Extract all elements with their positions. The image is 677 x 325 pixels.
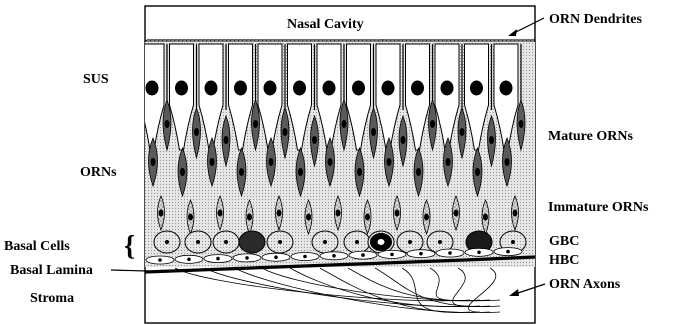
label-gbc: GBC xyxy=(549,234,579,249)
mature-orn-nucleus xyxy=(416,168,421,176)
hbc-nucleus xyxy=(332,254,336,258)
hbc-nucleus xyxy=(390,253,394,257)
hbc-nucleus xyxy=(274,255,278,259)
hbc-nucleus xyxy=(187,258,191,262)
mature-orn-nucleus xyxy=(224,136,229,144)
sus-nucleus xyxy=(441,81,454,96)
mature-orn-nucleus xyxy=(253,120,258,128)
gbc-nucleus xyxy=(278,240,282,244)
mature-orn-nucleus xyxy=(194,128,199,136)
gbc-nucleus xyxy=(224,240,228,244)
immature-orn-nucleus xyxy=(513,210,518,217)
label-immature-orns: Immature ORNs xyxy=(548,200,649,215)
mature-orn-nucleus xyxy=(269,158,274,166)
hbc-nucleus xyxy=(245,256,249,260)
hbc-nucleus xyxy=(419,252,423,256)
sus-nucleus xyxy=(264,81,277,96)
immature-orn-nucleus xyxy=(159,210,164,217)
label-nasal-cavity: Nasal Cavity xyxy=(287,17,364,32)
brace-basal-cells: { xyxy=(124,231,135,262)
hbc-nucleus xyxy=(361,253,365,257)
mature-orn-nucleus xyxy=(239,168,244,176)
label-sus: SUS xyxy=(83,72,109,87)
mature-orn-nucleus xyxy=(342,120,347,128)
sus-nucleus xyxy=(411,81,424,96)
hbc-nucleus xyxy=(158,258,162,262)
immature-orn-nucleus xyxy=(277,210,282,217)
label-orns: ORNs xyxy=(80,165,117,180)
gbc-nucleus xyxy=(408,240,412,244)
mature-orn-nucleus xyxy=(387,158,392,166)
gbc-cell xyxy=(239,231,265,253)
label-hbc: HBC xyxy=(549,253,579,268)
immature-orn-nucleus xyxy=(483,214,488,221)
gbc-nucleus xyxy=(323,240,327,244)
label-mature-orns: Mature ORNs xyxy=(548,129,633,144)
immature-orn-nucleus xyxy=(424,214,429,221)
sus-nucleus xyxy=(352,81,365,96)
immature-orn-nucleus xyxy=(306,214,311,221)
mature-orn-nucleus xyxy=(151,158,156,166)
mature-orn-nucleus xyxy=(371,128,376,136)
hbc-nucleus xyxy=(303,255,307,259)
mature-orn-nucleus xyxy=(312,136,317,144)
mature-orn-nucleus xyxy=(446,158,451,166)
gbc-nucleus xyxy=(511,240,515,244)
sus-nucleus xyxy=(146,81,159,96)
mature-orn-nucleus xyxy=(489,136,494,144)
pointer-basal-lamina xyxy=(111,270,147,271)
sus-nucleus xyxy=(470,81,483,96)
hbc-nucleus xyxy=(216,257,220,261)
mature-orn-nucleus xyxy=(357,168,362,176)
sus-nucleus xyxy=(293,81,306,96)
mature-orn-nucleus xyxy=(519,120,524,128)
mature-orn-nucleus xyxy=(180,168,185,176)
label-orn-axons: ORN Axons xyxy=(549,277,621,292)
sus-nucleus xyxy=(323,81,336,96)
sus-nucleus xyxy=(500,81,513,96)
mature-orn-nucleus xyxy=(430,120,435,128)
label-stroma: Stroma xyxy=(30,291,74,306)
immature-orn-nucleus xyxy=(188,214,193,221)
gbc-nucleus xyxy=(355,240,359,244)
mature-orn-nucleus xyxy=(505,158,510,166)
hbc-nucleus xyxy=(448,251,452,255)
immature-orn-nucleus xyxy=(218,210,223,217)
label-basal-lamina: Basal Lamina xyxy=(10,263,93,278)
mature-orn-nucleus xyxy=(475,168,480,176)
hbc-nucleus xyxy=(477,251,481,255)
immature-orn-nucleus xyxy=(336,210,341,217)
sus-nucleus xyxy=(205,81,218,96)
immature-orn-nucleus xyxy=(247,214,252,221)
gbc-nucleus xyxy=(165,240,169,244)
sus-nucleus xyxy=(175,81,188,96)
label-orn-dendrites: ORN Dendrites xyxy=(549,12,642,27)
mature-orn-nucleus xyxy=(283,128,288,136)
gbc-nucleus xyxy=(196,240,200,244)
hbc-nucleus xyxy=(506,250,510,254)
mature-orn-nucleus xyxy=(210,158,215,166)
immature-orn-nucleus xyxy=(365,214,370,221)
mature-orn-nucleus xyxy=(165,120,170,128)
gbc-nucleus xyxy=(438,240,442,244)
mature-orn-nucleus xyxy=(401,136,406,144)
label-basal-cells: Basal Cells xyxy=(4,239,70,254)
gbc-nucleus xyxy=(378,239,385,245)
sus-nucleus xyxy=(234,81,247,96)
mature-orn-nucleus xyxy=(328,158,333,166)
sus-nucleus xyxy=(382,81,395,96)
mature-orn-nucleus xyxy=(460,128,465,136)
mature-orn-nucleus xyxy=(298,168,303,176)
immature-orn-nucleus xyxy=(395,210,400,217)
immature-orn-nucleus xyxy=(454,210,459,217)
